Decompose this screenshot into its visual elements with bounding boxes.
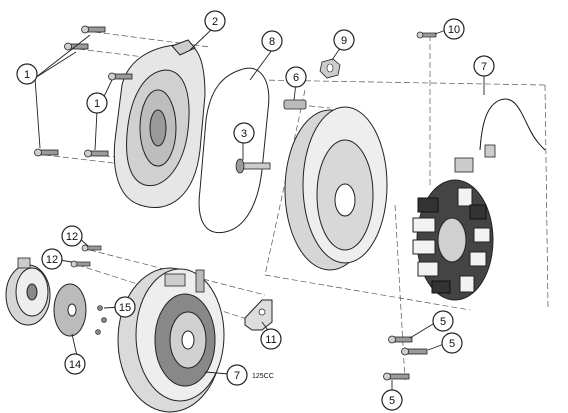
svg-text:5: 5 xyxy=(440,316,446,328)
leader-lines xyxy=(34,28,485,392)
svg-text:5: 5 xyxy=(389,395,395,407)
bolt-icon xyxy=(84,149,109,158)
callout-8: 8 xyxy=(261,30,283,52)
shaft xyxy=(235,158,271,174)
callout-6: 6 xyxy=(285,66,307,88)
bolt-icon xyxy=(70,260,91,268)
flywheel xyxy=(284,106,388,271)
svg-text:5: 5 xyxy=(449,338,455,350)
svg-text:14: 14 xyxy=(69,359,81,371)
bolt-icon xyxy=(64,42,89,51)
callout-1b: 1 xyxy=(86,92,108,114)
screws-15 xyxy=(95,305,107,335)
stator-core xyxy=(412,179,494,301)
callout-11: 11 xyxy=(260,328,282,350)
callout-7a: 7 xyxy=(473,55,495,77)
svg-text:9: 9 xyxy=(341,35,347,47)
gasket xyxy=(198,67,270,234)
callout-5a: 5 xyxy=(432,310,454,332)
svg-text:3: 3 xyxy=(241,128,247,140)
callout-15: 15 xyxy=(114,296,136,318)
svg-text:12: 12 xyxy=(66,231,78,243)
rotor xyxy=(117,267,225,413)
bracket xyxy=(244,299,273,331)
bolt-icon xyxy=(383,372,410,381)
svg-text:15: 15 xyxy=(119,302,131,314)
engine-size-note: 125CC xyxy=(252,373,274,380)
callout-12a: 12 xyxy=(61,225,83,247)
svg-text:10: 10 xyxy=(448,24,460,36)
svg-text:7: 7 xyxy=(481,61,487,73)
callout-7b: 7 xyxy=(226,364,248,386)
svg-text:12: 12 xyxy=(46,254,58,266)
stator xyxy=(412,98,546,301)
callout-14: 14 xyxy=(64,353,86,375)
svg-text:1: 1 xyxy=(24,69,30,81)
callout-1a: 1 xyxy=(16,63,38,85)
nut xyxy=(319,58,341,79)
bolt-icon xyxy=(81,244,102,252)
bolt-icon xyxy=(388,335,413,344)
callout-12b: 12 xyxy=(41,248,63,270)
side-cover xyxy=(113,39,206,209)
plate xyxy=(53,283,87,337)
svg-text:1: 1 xyxy=(94,98,100,110)
bolt-icon xyxy=(108,72,133,81)
callout-10: 10 xyxy=(443,18,465,40)
callout-2: 2 xyxy=(204,10,226,32)
callout-3: 3 xyxy=(233,122,255,144)
svg-text:7: 7 xyxy=(234,370,240,382)
bolt-icon xyxy=(81,25,106,34)
svg-text:11: 11 xyxy=(265,334,276,346)
bolts-12 xyxy=(70,244,102,268)
svg-text:2: 2 xyxy=(212,16,218,28)
spacer xyxy=(283,99,307,110)
cover-bolts xyxy=(34,25,133,158)
callout-5c: 5 xyxy=(381,389,403,411)
stator-bolts xyxy=(383,335,428,381)
screw-top xyxy=(416,31,437,39)
svg-text:8: 8 xyxy=(269,36,275,48)
callout-9: 9 xyxy=(333,29,355,51)
small-pulley xyxy=(5,257,51,326)
svg-text:6: 6 xyxy=(293,72,299,84)
bolt-icon xyxy=(34,148,59,157)
callout-5b: 5 xyxy=(441,332,463,354)
bolt-icon xyxy=(401,347,428,356)
